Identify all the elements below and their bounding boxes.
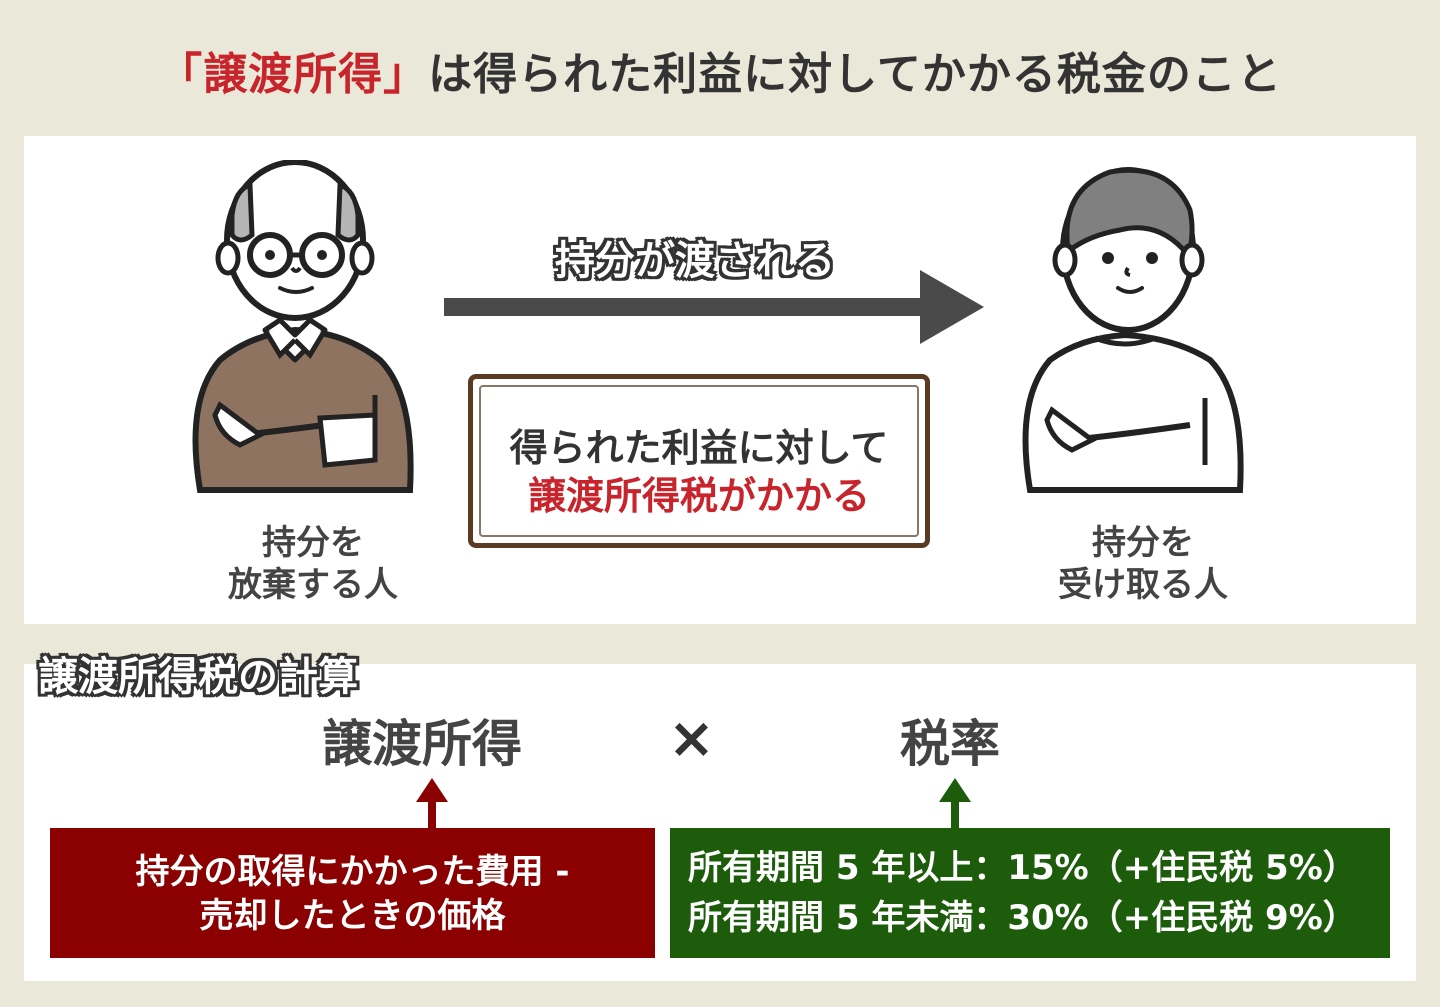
giver-label: 持分を 放棄する人 — [180, 522, 446, 606]
tax-notice-box: 得られた利益に対して 譲渡所得税がかかる — [468, 374, 930, 548]
receiver-label-line1: 持分を — [1092, 523, 1194, 563]
giver-label-line1: 持分を — [262, 523, 364, 563]
tax-notice-line2: 譲渡所得税がかかる — [527, 474, 870, 518]
tax-rate-box: 所有期間 5 年以上：15%（+住民税 5%） 所有期間 5 年未満：30%（+… — [670, 828, 1390, 958]
green-up-arrow-icon — [939, 778, 971, 830]
multiply-icon: × — [668, 706, 715, 771]
calculation-heading: 譲渡所得税の計算 — [38, 654, 358, 700]
elderly-man-arms-crossed-icon — [192, 160, 414, 493]
right-arrow-icon — [444, 270, 984, 344]
title-rest: は得られた利益に対してかかる税金のこと — [428, 49, 1282, 100]
tax-notice-line1: 得られた利益に対して — [509, 426, 889, 470]
transfer-arrow-label: 持分が渡される — [555, 238, 835, 284]
receiver-label: 持分を 受け取る人 — [1010, 522, 1276, 606]
term-transfer-income: 譲渡所得 — [322, 715, 522, 773]
tax-notice-inner-frame — [479, 385, 919, 537]
tax-rate-short-term: 所有期間 5 年未満：30%（+住民税 9%） — [688, 898, 1357, 938]
young-man-arms-crossed-icon — [1022, 167, 1244, 493]
income-definition-line1: 持分の取得にかかった費用 - — [135, 852, 570, 892]
red-up-arrow-icon — [416, 778, 448, 830]
giver-label-line2: 放棄する人 — [228, 565, 398, 605]
page-title: 「譲渡所得」は得られた利益に対してかかる税金のこと — [0, 38, 1440, 102]
income-definition-line2: 売却したときの価格 — [199, 896, 506, 936]
term-tax-rate: 税率 — [900, 715, 1000, 773]
tax-rate-long-term: 所有期間 5 年以上：15%（+住民税 5%） — [688, 848, 1357, 888]
receiver-label-line2: 受け取る人 — [1058, 565, 1228, 605]
income-definition-box: 持分の取得にかかった費用 - 売却したときの価格 — [50, 828, 655, 958]
title-highlight: 「譲渡所得」 — [158, 49, 429, 100]
